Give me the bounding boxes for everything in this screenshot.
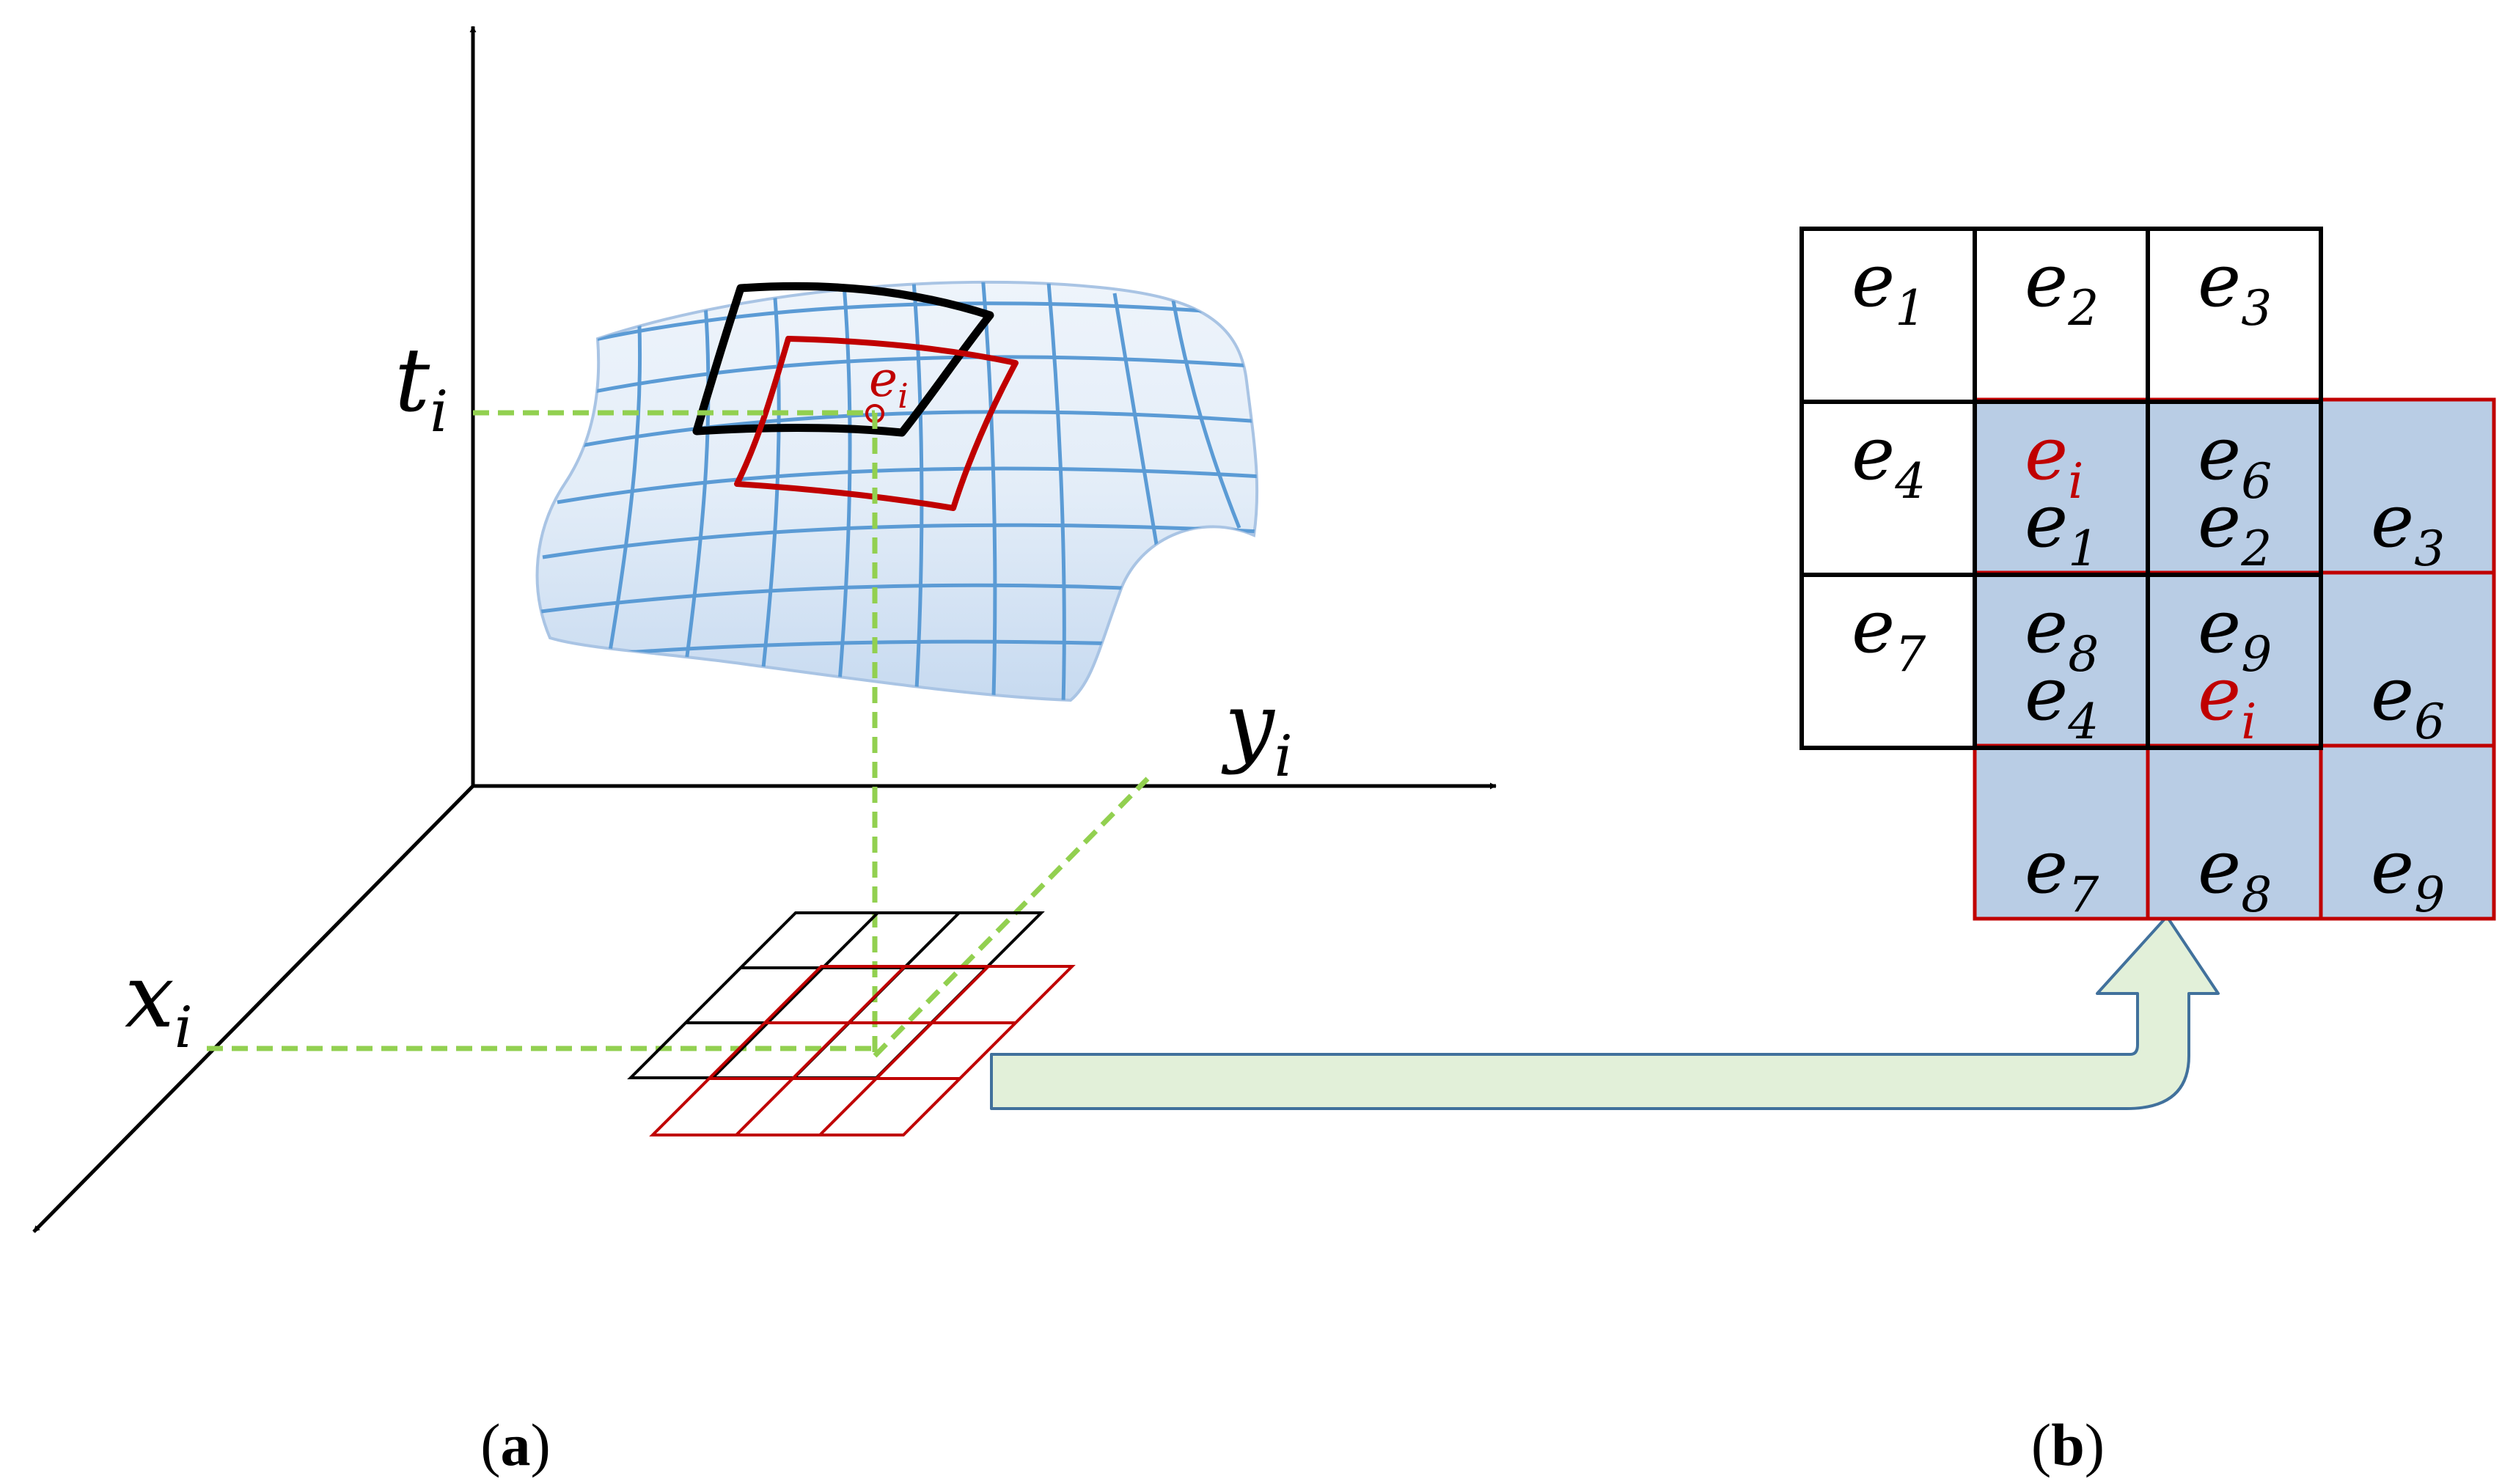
red-grid-label: e6 <box>2371 651 2445 750</box>
connector-arrow <box>990 915 2220 1110</box>
projection-guides <box>207 410 1150 1058</box>
black-grid-label: e4 <box>1852 411 1926 510</box>
point-label: ei <box>869 351 909 416</box>
black-grid-label: e8 <box>2025 584 2099 683</box>
caption-a: (a) <box>480 1411 551 1478</box>
red-grid-label: e1 <box>2025 478 2099 577</box>
floor-black-grid <box>627 911 1045 1079</box>
black-grid-label: e6 <box>2198 411 2272 510</box>
red-grid-label: e8 <box>2198 824 2272 923</box>
red-grid-label: e4 <box>2025 651 2099 750</box>
red-grid-fill <box>1975 400 2494 919</box>
panel-b: e1 e2 e3 e4 ei e6 e7 e8 e9 e1 e2 e3 e4 ei e6 e7 e8 e9 (b… <box>1800 227 2496 1478</box>
surface-red-patch <box>734 336 1019 511</box>
red-grid-label: ei <box>2198 651 2256 750</box>
x-axis <box>32 785 474 1233</box>
red-grid-label: e3 <box>2371 478 2445 577</box>
x-axis-label: xi <box>125 946 193 1061</box>
black-grid-label: e3 <box>2198 238 2272 337</box>
y-axis-label: yi <box>1221 675 1293 790</box>
black-grid-label: e9 <box>2198 584 2272 683</box>
black-grid-label: e1 <box>1852 238 1926 337</box>
red-grid-cell <box>2319 743 2496 921</box>
y-guide <box>873 776 1150 1058</box>
red-grid-label: e7 <box>2025 824 2099 923</box>
red-window-grid: e1 e2 e3 e4 ei e6 e7 e8 e9 <box>1973 397 2496 923</box>
black-grid-label: ei <box>2025 411 2083 510</box>
black-grid-label: e2 <box>2025 238 2099 337</box>
surface-black-patch <box>692 282 994 437</box>
black-window-grid: e1 e2 e3 e4 ei e6 e7 e8 e9 <box>1800 227 2323 750</box>
curved-surface: ei <box>535 280 1259 702</box>
t-axis-label: ti <box>395 330 448 445</box>
black-grid-label: e7 <box>1852 584 1926 683</box>
panel-a: ei ti yi xi <box>32 26 1497 1478</box>
red-grid-label: e2 <box>2198 478 2272 577</box>
red-grid-label: e9 <box>2371 824 2445 923</box>
black-grid-cell <box>2146 573 2323 750</box>
floor-red-grid <box>649 965 1076 1136</box>
caption-b: (b) <box>2031 1411 2105 1478</box>
coordinate-axes <box>32 26 1497 1233</box>
